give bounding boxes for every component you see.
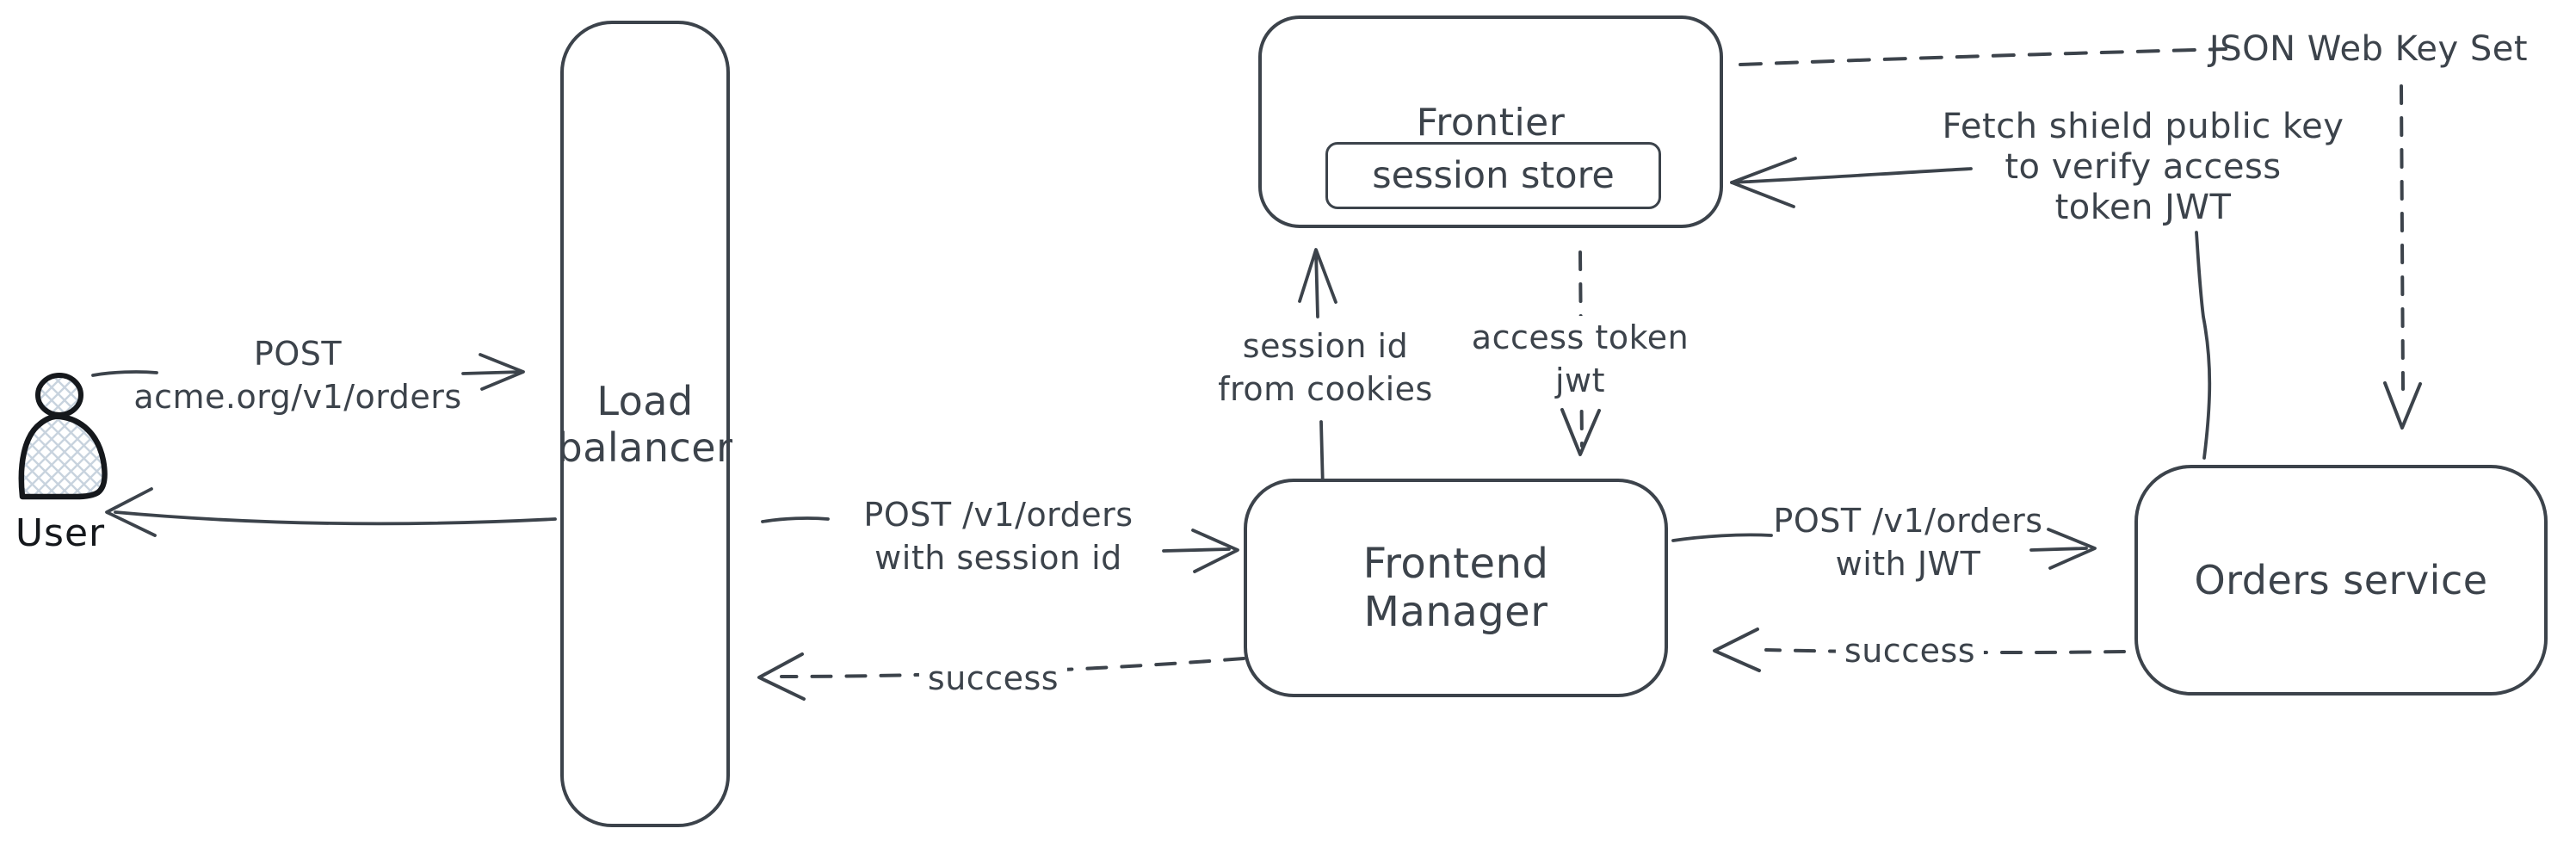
load-balancer-node: Load balancer [557,21,733,827]
arrow-load-balancer-to-user [105,487,557,537]
label-access-token-jwt: access token jwt [1462,316,1698,402]
session-store-node: session store [1325,142,1661,209]
user-body [18,413,108,500]
label-post-orders-with-jwt: POST /v1/orders with JWT [1773,502,2043,583]
dashed-arrow-jwks-to-orders-service [2383,84,2422,430]
frontier-node: Frontier session store [1258,15,1723,228]
label-post-orders-with-session-id: POST /v1/orders with session id [863,496,1134,577]
label-post-acme-orders: POST acme.org/v1/orders [133,335,462,416]
arrow-orders-service-to-frontier-fetch-key [1730,157,2212,460]
label-success-left: success [918,657,1068,700]
fetch-public-key-note: Fetch shield public key to verify access… [1942,107,2344,227]
label-session-id-from-cookies: session id from cookies [1209,325,1442,411]
arrow-frontend-manager-to-frontier [1298,248,1337,491]
frontend-manager-node: Frontend Manager [1244,479,1668,697]
jwks-label: JSON Web Key Set [2208,29,2529,69]
orders-service-node: Orders service [2134,465,2548,696]
dashed-line-frontier-to-jwks [1739,47,2227,66]
arrow-user-to-load-balancer [91,353,525,391]
frontend-manager-label: Frontend Manager [1362,540,1549,636]
user-label: User [15,511,106,555]
session-store-label: session store [1372,154,1615,197]
load-balancer-label: Load balancer [557,377,733,471]
arrow-frontend-manager-to-orders-service [1671,528,2097,570]
user-head [35,373,83,417]
user-actor-icon [18,373,108,500]
arrow-frontend-manager-to-load-balancer-success [757,652,1245,701]
frontier-label: Frontier [1416,101,1566,145]
arrow-load-balancer-to-frontend-manager [761,516,1239,573]
orders-service-label: Orders service [2194,557,2488,603]
label-success-right: success [1835,629,1985,672]
